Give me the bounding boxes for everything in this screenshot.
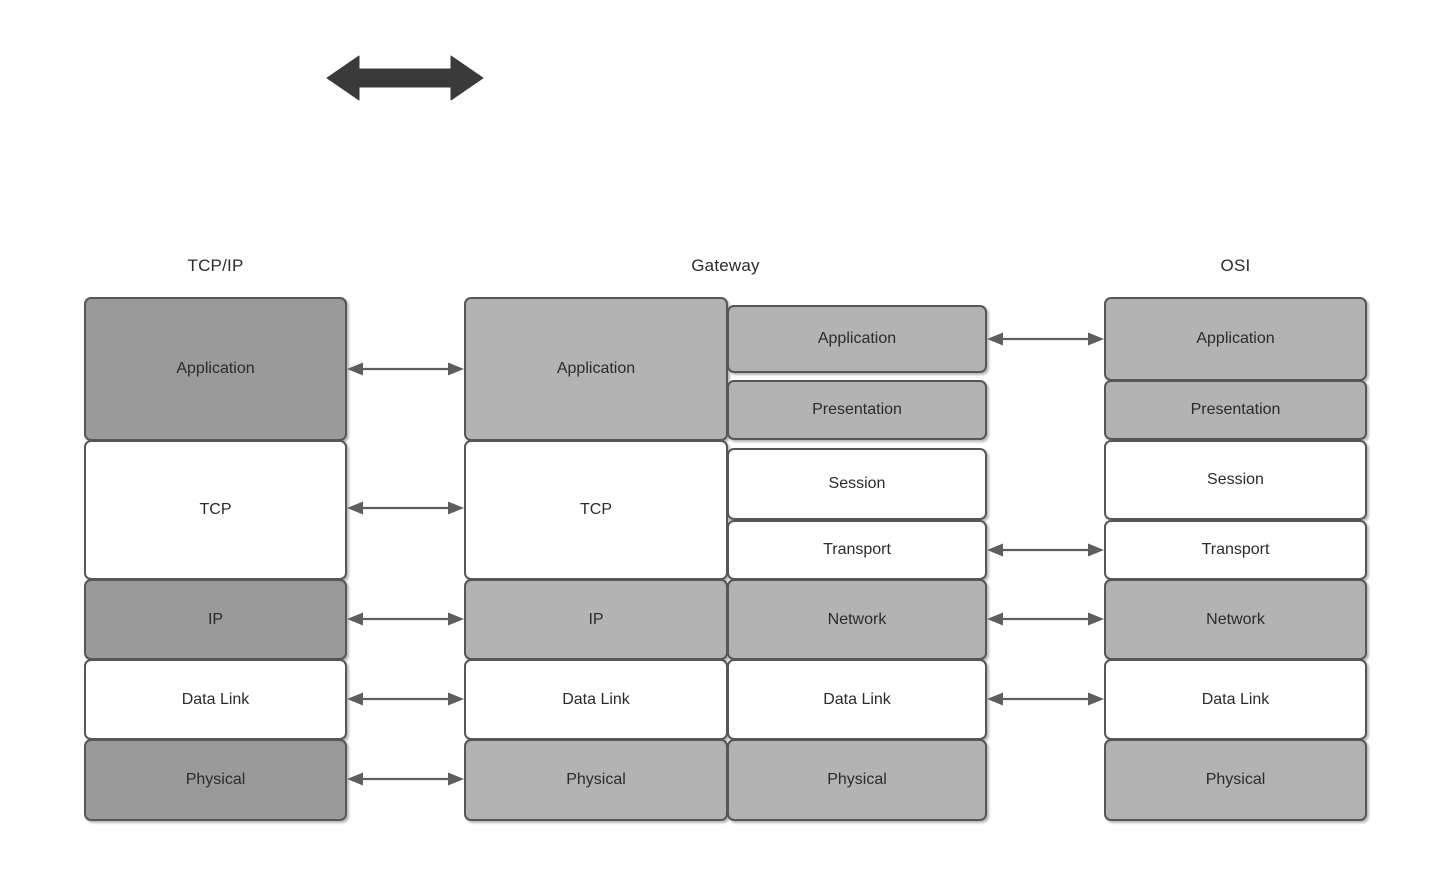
layer-tcpip-ip[interactable]: IP bbox=[84, 579, 347, 660]
layer-tcpip-application[interactable]: Application bbox=[84, 297, 347, 441]
layer-tcpip-tcp[interactable]: TCP bbox=[84, 440, 347, 580]
connector-network-gateway-osi bbox=[987, 608, 1104, 630]
layer-osi-data-link[interactable]: Data Link bbox=[1104, 659, 1367, 740]
layer-osi-network[interactable]: Network bbox=[1104, 579, 1367, 660]
connector-data-link-gateway-osi bbox=[987, 688, 1104, 710]
layer-gateway-left-tcp[interactable]: TCP bbox=[464, 440, 728, 580]
connector-application-gateway-osi bbox=[987, 328, 1104, 350]
layer-osi-session[interactable]: Session bbox=[1104, 440, 1367, 520]
layer-gateway-right-transport[interactable]: Transport bbox=[727, 520, 987, 580]
layer-gateway-right-session[interactable]: Session bbox=[727, 448, 987, 520]
layer-tcpip-data-link[interactable]: Data Link bbox=[84, 659, 347, 740]
layer-osi-transport[interactable]: Transport bbox=[1104, 520, 1367, 580]
layer-tcpip-physical[interactable]: Physical bbox=[84, 739, 347, 821]
layer-gateway-right-presentation[interactable]: Presentation bbox=[727, 380, 987, 440]
layer-osi-physical[interactable]: Physical bbox=[1104, 739, 1367, 821]
layer-gateway-left-ip[interactable]: IP bbox=[464, 579, 728, 660]
layer-gateway-left-data-link[interactable]: Data Link bbox=[464, 659, 728, 740]
layer-gateway-left-physical[interactable]: Physical bbox=[464, 739, 728, 821]
connector-data-link-tcpip-gateway bbox=[347, 688, 464, 710]
connector-tcp-tcpip-gateway bbox=[347, 497, 464, 519]
connector-transport-gateway-osi bbox=[987, 539, 1104, 561]
connector-application-tcpip-gateway bbox=[347, 358, 464, 380]
layer-osi-presentation[interactable]: Presentation bbox=[1104, 380, 1367, 440]
connector-physical-tcpip-gateway bbox=[347, 768, 464, 790]
column-title-gateway: Gateway bbox=[691, 256, 760, 275]
layer-gateway-right-data-link[interactable]: Data Link bbox=[727, 659, 987, 740]
column-title-osi: OSI bbox=[1220, 256, 1251, 275]
layer-gateway-right-application[interactable]: Application bbox=[727, 305, 987, 373]
layer-gateway-right-network[interactable]: Network bbox=[727, 579, 987, 660]
layer-gateway-right-physical[interactable]: Physical bbox=[727, 739, 987, 821]
double-headed-block-arrow bbox=[325, 52, 485, 104]
layer-gateway-left-application[interactable]: Application bbox=[464, 297, 728, 441]
layer-osi-application[interactable]: Application bbox=[1104, 297, 1367, 381]
column-title-tcpip: TCP/IP bbox=[187, 256, 244, 275]
connector-ip-tcpip-gateway bbox=[347, 608, 464, 630]
